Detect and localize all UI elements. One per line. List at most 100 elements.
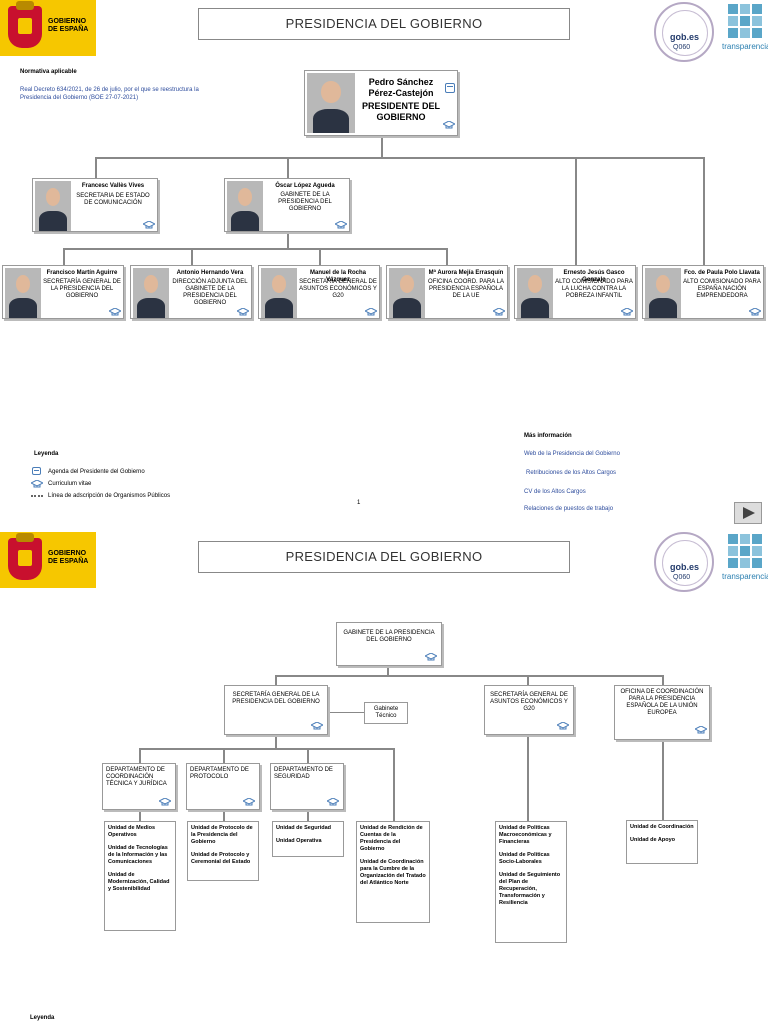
card-level2-0[interactable]: Francisco Martín Aguirre SECRETARÍA GENE… xyxy=(2,265,124,319)
card-name: Ernesto Jesús Gasco Gonzalo xyxy=(563,270,625,283)
sg-economicos-box[interactable]: SECRETARÍA GENERAL DE ASUNTOS ECONÓMICOS… xyxy=(484,685,574,735)
dept-label: DEPARTAMENTO DE COORDINACIÓN TÉCNICA Y J… xyxy=(106,767,167,787)
graduation-cap-icon[interactable] xyxy=(621,308,633,316)
graduation-cap-icon[interactable] xyxy=(425,653,437,661)
graduation-cap-icon[interactable] xyxy=(749,308,761,316)
photo xyxy=(5,268,41,318)
dotted-line-icon xyxy=(31,495,43,497)
link-web-presidencia[interactable]: Web de la Presidencia del Gobierno xyxy=(524,451,620,457)
card-level2-2[interactable]: Manuel de la Rocha Vázquez SECRETARÍA GE… xyxy=(258,265,380,319)
calendar-icon xyxy=(32,467,41,475)
card-level2-1[interactable]: Antonio Hernando Vera DIRECCIÓN ADJUNTA … xyxy=(130,265,252,319)
card-level2-5[interactable]: Fco. de Paula Polo Llavata ALTO COMISION… xyxy=(642,265,764,319)
legend-heading-page2: Leyenda xyxy=(30,1015,55,1021)
dept-protocolo[interactable]: DEPARTAMENTO DE PROTOCOLO xyxy=(186,763,260,810)
link-cv-altos-cargos[interactable]: CV de los Altos Cargos xyxy=(524,489,586,495)
gabinete-tecnico-box[interactable]: Gabinete Técnico xyxy=(364,702,408,724)
president-name: Pedro Sánchez Pérez-Castejón xyxy=(368,77,434,98)
normativa-heading: Normativa aplicable xyxy=(20,69,77,75)
card-name: Mª Aurora Mejía Errasquín xyxy=(428,270,504,276)
dept-label: DEPARTAMENTO DE PROTOCOLO xyxy=(190,767,249,780)
oficina-ue-label: OFICINA DE COORDINACIÓN PARA LA PRESIDEN… xyxy=(620,689,704,716)
units-rendicion: Unidad de Rendición de Cuentas de la Pre… xyxy=(356,821,430,923)
graduation-cap-icon[interactable] xyxy=(557,722,569,730)
gabinete-box[interactable]: GABINETE DE LA PRESIDENCIA DEL GOBIERNO xyxy=(336,622,442,666)
unit-item: Unidad de Seguimiento del Plan de Recupe… xyxy=(499,872,561,906)
unit-item: Unidad de Protocolo de la Presidencia de… xyxy=(191,825,253,845)
dept-seguridad[interactable]: DEPARTAMENTO DE SEGURIDAD xyxy=(270,763,344,810)
card-level2-3[interactable]: Mª Aurora Mejía Errasquín OFICINA COORD.… xyxy=(386,265,508,319)
gobierno-espana-logo: GOBIERNO DE ESPAÑA xyxy=(0,0,96,56)
card-name: Francisco Martín Aguirre xyxy=(46,270,118,276)
unit-item: Unidad Operativa xyxy=(276,838,322,844)
president-photo xyxy=(307,73,355,133)
photo xyxy=(645,268,681,318)
sg-presidencia-box[interactable]: SECRETARÍA GENERAL DE LA PRESIDENCIA DEL… xyxy=(224,685,328,735)
units-ue: Unidad de Coordinación Unidad de Apoyo xyxy=(626,820,698,864)
graduation-cap-icon xyxy=(31,480,43,488)
graduation-cap-icon[interactable] xyxy=(109,308,121,316)
card-role: GABINETE DE LA PRESIDENCIA DEL GOBIERNO xyxy=(278,192,332,212)
unit-item: Unidad de Seguridad xyxy=(276,825,332,831)
card-level1-0[interactable]: Francesc Vallès Vives SECRETARIA DE ESTA… xyxy=(32,178,158,232)
graduation-cap-icon[interactable] xyxy=(335,221,347,229)
president-role: PRESIDENTE DEL GOBIERNO xyxy=(361,101,440,122)
president-card[interactable]: Pedro Sánchez Pérez-Castejón PRESIDENTE … xyxy=(304,70,458,136)
sg-economicos-label: SECRETARÍA GENERAL DE ASUNTOS ECONÓMICOS… xyxy=(490,692,568,712)
card-level2-4[interactable]: Ernesto Jesús Gasco Gonzalo ALTO COMISIO… xyxy=(514,265,636,319)
photo xyxy=(227,181,263,231)
card-role: OFICINA COORD. PARA LA PRESIDENCIA ESPAÑ… xyxy=(428,279,504,299)
dept-coordinacion[interactable]: DEPARTAMENTO DE COORDINACIÓN TÉCNICA Y J… xyxy=(102,763,176,810)
link-retribuciones[interactable]: Retribuciones de los Altos Cargos xyxy=(526,470,617,476)
photo xyxy=(35,181,71,231)
legend-item-cv: Curriculum vitae xyxy=(48,481,92,487)
page-title: PRESIDENCIA DEL GOBIERNO xyxy=(198,541,570,573)
unit-item: Unidad de Rendición de Cuentas de la Pre… xyxy=(360,825,423,852)
legend-heading: Leyenda xyxy=(34,451,59,457)
units-coordinacion: Unidad de Medios Operativos Unidad de Te… xyxy=(104,821,176,931)
gabinete-label: GABINETE DE LA PRESIDENCIA DEL GOBIERNO xyxy=(343,630,435,643)
legend-item-agenda: Agenda del Presidente del Gobierno xyxy=(48,469,145,475)
graduation-cap-icon[interactable] xyxy=(365,308,377,316)
calendar-icon[interactable] xyxy=(445,83,455,93)
card-role: SECRETARÍA GENERAL DE LA PRESIDENCIA DEL… xyxy=(43,279,121,299)
graduation-cap-icon[interactable] xyxy=(311,722,323,730)
normativa-link[interactable]: Real Decreto 634/2021, de 26 de julio, p… xyxy=(20,87,199,101)
graduation-cap-icon[interactable] xyxy=(493,308,505,316)
graduation-cap-icon[interactable] xyxy=(243,798,255,806)
coat-of-arms-icon xyxy=(8,1,42,48)
card-name: Manuel de la Rocha Vázquez xyxy=(309,270,366,283)
unit-item: Unidad de Medios Operativos xyxy=(108,825,156,838)
graduation-cap-icon[interactable] xyxy=(443,121,455,129)
unit-item: Unidad de Modernización, Calidad y Soste… xyxy=(108,872,170,892)
unit-item: Unidad de Tecnologías de la Información … xyxy=(108,845,168,865)
more-info-heading: Más información xyxy=(524,433,572,439)
page-title: PRESIDENCIA DEL GOBIERNO xyxy=(198,8,570,40)
graduation-cap-icon[interactable] xyxy=(695,726,707,734)
photo xyxy=(261,268,297,318)
gobierno-espana-logo: GOBIERNO DE ESPAÑA xyxy=(0,532,96,588)
card-role: ALTO COMISIONADO PARA ESPAÑA NACIÓN EMPR… xyxy=(683,279,761,299)
link-rpt[interactable]: Relaciones de puestos de trabajo xyxy=(524,506,614,512)
gob-es-seal-icon: gob.es Q060 xyxy=(654,2,714,62)
units-protocolo: Unidad de Protocolo de la Presidencia de… xyxy=(187,821,259,881)
card-level1-1[interactable]: Óscar López Agueda GABINETE DE LA PRESID… xyxy=(224,178,350,232)
dept-label: DEPARTAMENTO DE SEGURIDAD xyxy=(274,767,333,780)
card-role: SECRETARÍA GENERAL DE ASUNTOS ECONÓMICOS… xyxy=(299,279,377,299)
transparencia-logo: transparencia xyxy=(722,532,768,588)
sg-presidencia-label: SECRETARÍA GENERAL DE LA PRESIDENCIA DEL… xyxy=(232,692,320,705)
graduation-cap-icon[interactable] xyxy=(159,798,171,806)
graduation-cap-icon[interactable] xyxy=(237,308,249,316)
unit-item: Unidad de Políticas Socio-Laborales xyxy=(499,852,550,865)
gabinete-tecnico-label: Gabinete Técnico xyxy=(373,706,399,719)
units-economicos: Unidad de Políticas Macroeconómicas y Fi… xyxy=(495,821,567,943)
oficina-ue-box[interactable]: OFICINA DE COORDINACIÓN PARA LA PRESIDEN… xyxy=(614,685,710,740)
graduation-cap-icon[interactable] xyxy=(327,798,339,806)
photo xyxy=(389,268,425,318)
unit-item: Unidad de Coordinación para la Cumbre de… xyxy=(360,859,426,886)
next-page-button[interactable] xyxy=(734,502,762,524)
card-role: SECRETARIA DE ESTADO DE COMUNICACIÓN xyxy=(76,193,150,206)
graduation-cap-icon[interactable] xyxy=(143,221,155,229)
card-name: Francesc Vallès Vives xyxy=(81,183,145,189)
page-number: 1 xyxy=(357,500,361,506)
